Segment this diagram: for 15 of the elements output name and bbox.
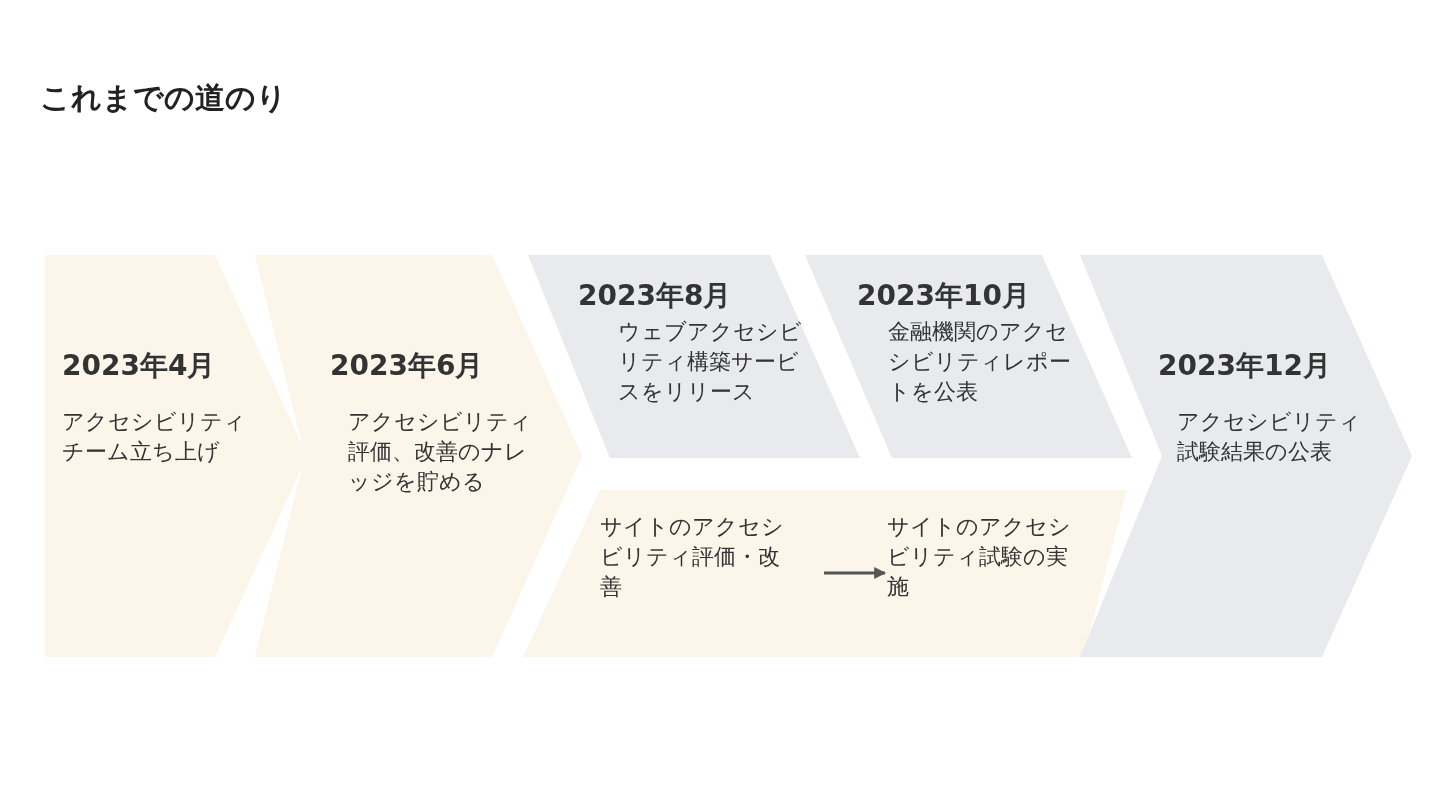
description-text: アクセシビリティ評価、改善のナレッジを貯める [348,408,533,496]
description-text: サイトのアクセシビリティ評価・改善 [600,513,785,601]
description-text: ウェブアクセシビリティ構築サービスをリリース [618,318,803,406]
parallelogram-band [523,490,1127,657]
date-label: 2023年4月 [62,348,216,384]
slide-title: これまでの道のり [40,79,287,117]
description-text: 金融機関のアクセシビリティレポートを公表 [888,318,1072,406]
description-text: サイトのアクセシビリティ試験の実施 [887,513,1072,601]
description-text: アクセシビリティ試験結果の公表 [1177,408,1362,466]
arrow [824,567,887,579]
date-label: 2023年10月 [857,278,1030,314]
description-text: アクセシビリティチーム立ち上げ [62,408,247,466]
date-label: 2023年6月 [330,348,484,384]
date-label: 2023年12月 [1158,348,1331,384]
date-label: 2023年8月 [578,278,732,314]
